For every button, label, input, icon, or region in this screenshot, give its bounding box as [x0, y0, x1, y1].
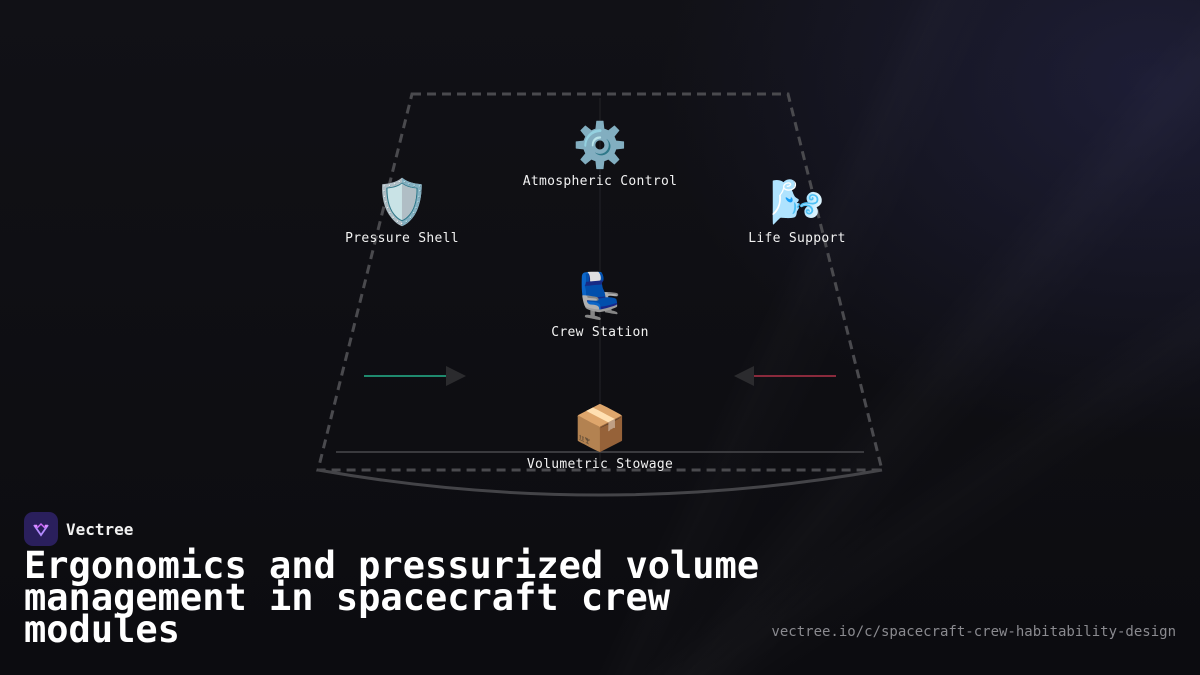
- node-life-support: 🌬️ Life Support: [748, 177, 846, 246]
- node-crew-station: 💺 Crew Station: [551, 271, 649, 340]
- node-atmospheric-control: ⚙️ Atmospheric Control: [523, 120, 677, 189]
- source-url[interactable]: vectree.io/c/spacecraft-crew-habitabilit…: [771, 624, 1176, 640]
- node-label: Pressure Shell: [345, 231, 459, 246]
- vectree-logo-icon: [24, 512, 58, 546]
- seat-icon: 💺: [572, 271, 628, 322]
- node-volumetric-stowage: 📦 Volumetric Stowage: [527, 403, 673, 472]
- node-label: Atmospheric Control: [522, 174, 678, 189]
- gear-icon: ⚙️: [572, 120, 628, 171]
- module-base-arc: [317, 468, 883, 497]
- node-label: Volumetric Stowage: [526, 457, 674, 472]
- node-pressure-shell: 🛡️ Pressure Shell: [345, 177, 459, 246]
- box-icon: 📦: [572, 403, 628, 454]
- node-label: Life Support: [748, 231, 846, 246]
- shield-icon: 🛡️: [374, 177, 430, 228]
- page-title: Ergonomics and pressurized volume manage…: [24, 544, 760, 651]
- brand: Vectree: [24, 512, 133, 546]
- node-label: Crew Station: [551, 325, 649, 340]
- brand-name: Vectree: [66, 519, 134, 539]
- wind-icon: 🌬️: [769, 177, 825, 228]
- module-outline: [316, 92, 884, 472]
